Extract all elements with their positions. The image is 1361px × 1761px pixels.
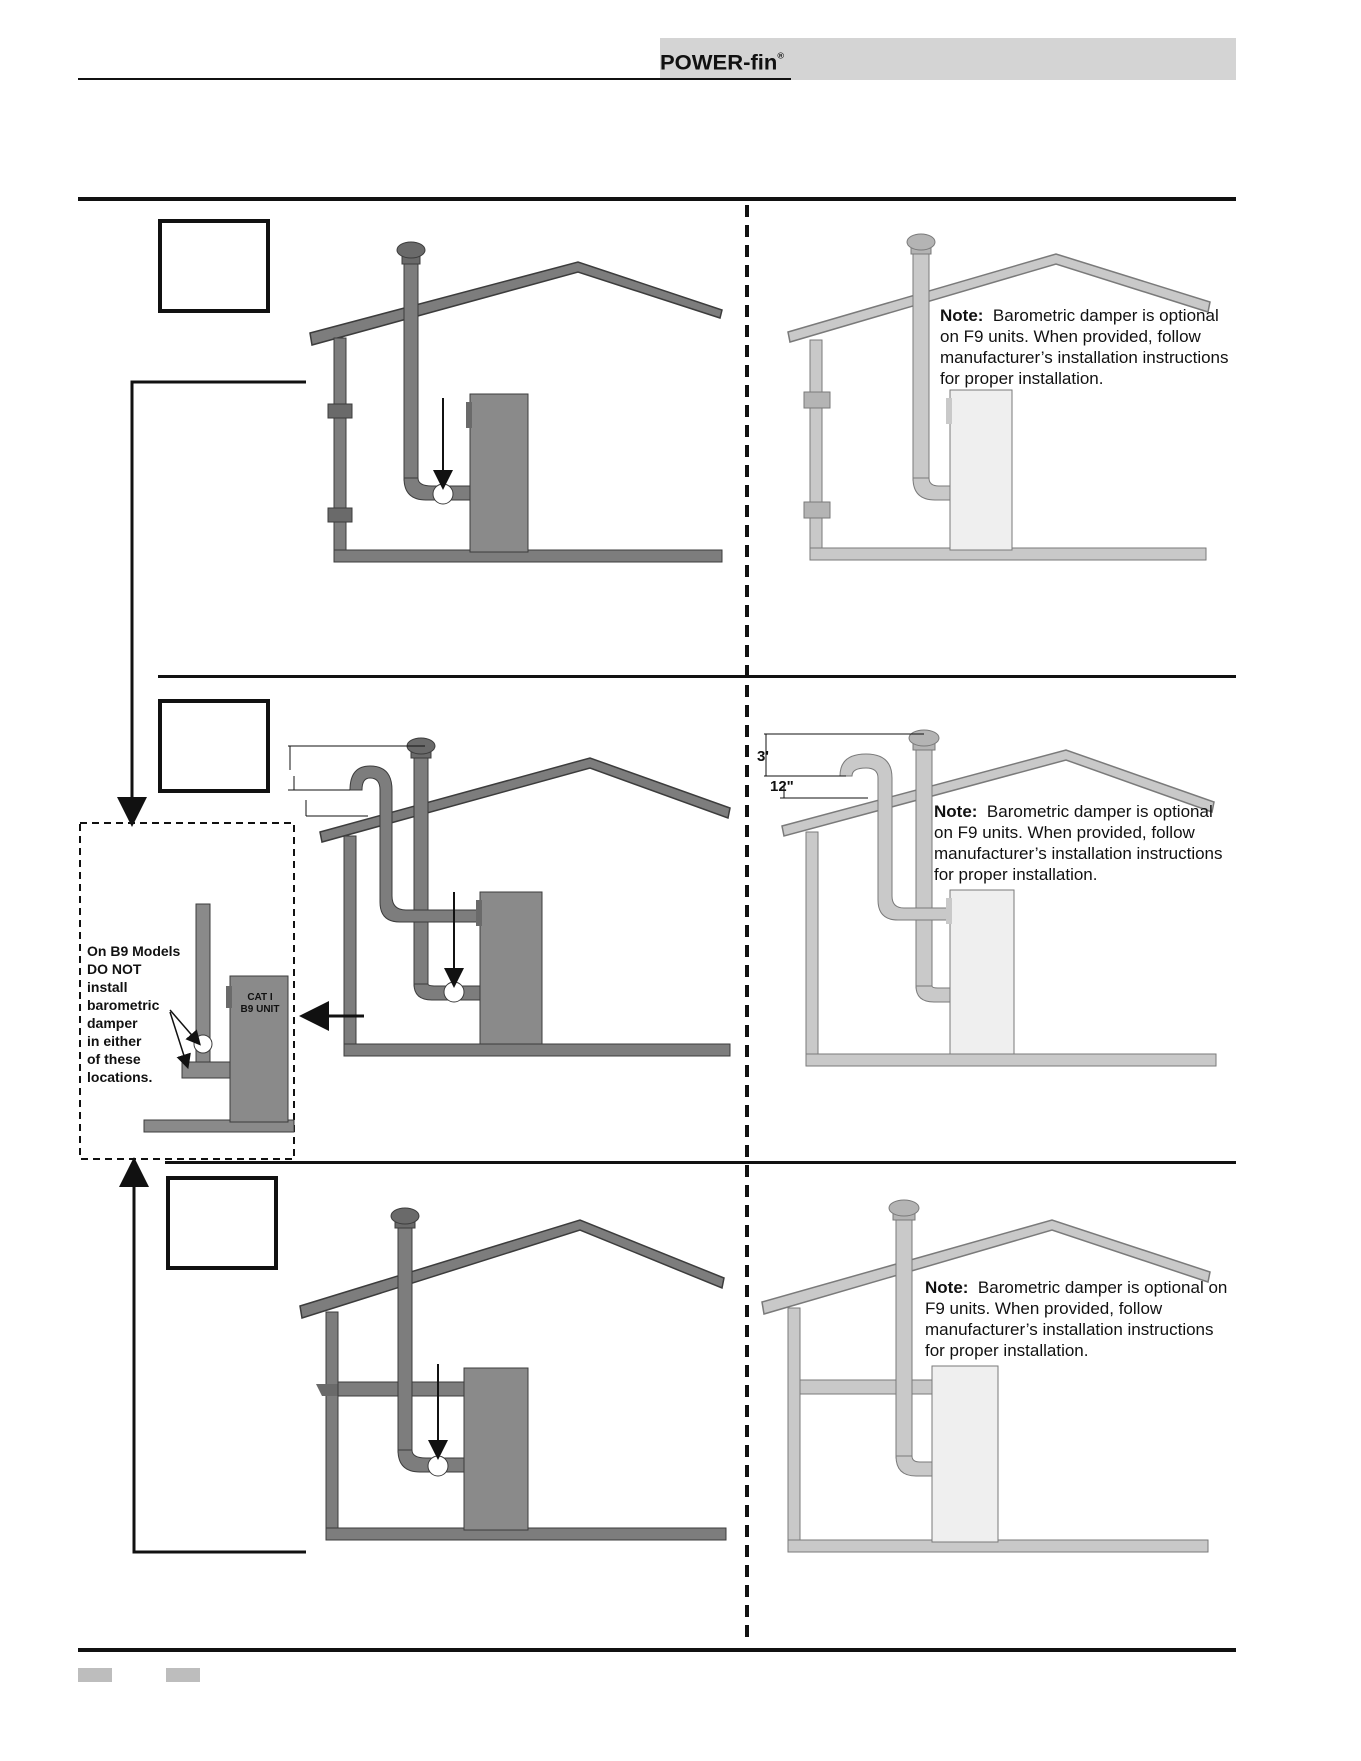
dim-label-3ft: 3' <box>757 748 769 765</box>
note-row1: Note: Barometric damper is optional on F… <box>940 305 1240 389</box>
roof-r2l <box>319 757 731 843</box>
elbow-r2r <box>915 985 953 1003</box>
house-row1-left <box>309 241 723 563</box>
note-row3: Note: Barometric damper is optional on F… <box>925 1277 1235 1361</box>
row-divider-2 <box>165 1161 1236 1164</box>
wall-sleeve-r3l <box>316 1384 338 1396</box>
wall-bracket-r1l-a <box>327 403 353 419</box>
wall-r3r <box>787 1307 801 1545</box>
b9-unit-label: CAT I B9 UNIT <box>232 992 288 1016</box>
house-row3-left <box>299 1207 727 1541</box>
boiler-r2l <box>479 891 543 1045</box>
floor-r2l <box>343 1043 731 1057</box>
house-row2-right <box>764 729 1217 1067</box>
vent-cap-top-r2r <box>908 729 940 747</box>
b9-warning-line: damper <box>87 1015 138 1031</box>
header-band <box>660 38 1236 80</box>
damper-r3l <box>427 1455 449 1477</box>
boiler-handle-r1l <box>466 402 472 428</box>
inset-boiler <box>229 975 289 1123</box>
b9-warning-line: barometric <box>87 997 160 1013</box>
boiler-r2r <box>949 889 1015 1055</box>
wall-r1r <box>809 339 823 559</box>
wall-r3l <box>325 1311 339 1535</box>
vent-cap-top-r3l <box>390 1207 420 1225</box>
note-text: Barometric damper is optional on F9 unit… <box>940 306 1229 388</box>
connector-row1-to-inset <box>117 380 306 827</box>
b9-unit-line2: B9 UNIT <box>240 1004 280 1015</box>
note-label: Note: <box>940 306 984 325</box>
boiler-handle-r2r <box>946 898 952 924</box>
roof-r3l <box>299 1219 725 1319</box>
b9-unit-line1: CAT I <box>247 992 273 1003</box>
bottom-rule <box>78 1648 1236 1652</box>
inset-floor <box>143 1119 295 1133</box>
roof-r3r <box>761 1219 1211 1315</box>
vent-pipe-r1r <box>912 251 930 481</box>
boiler-handle-r1r <box>946 398 952 424</box>
boiler-r1r <box>949 389 1013 551</box>
logo-mark: ® <box>777 50 784 61</box>
vent-pipe-r3r <box>895 1217 913 1459</box>
house-row3-right <box>761 1199 1211 1553</box>
power-fin-logo: POWER-fin® <box>660 51 784 76</box>
b9-warning-line: locations. <box>87 1069 153 1085</box>
inset-pointer-b <box>169 1011 191 1070</box>
vent-pipe-r3l <box>397 1225 413 1453</box>
b9-warning-line: install <box>87 979 128 995</box>
wall-r1l <box>333 337 347 559</box>
note-text: Barometric damper is optional on F9 unit… <box>934 802 1223 884</box>
row-divider-1 <box>158 675 1236 678</box>
note-label: Note: <box>934 802 978 821</box>
elbow-r3r <box>895 1455 937 1477</box>
boiler-r3l <box>463 1367 529 1531</box>
vent-pipe-r1l <box>403 261 419 481</box>
b9-warning-line: DO NOT <box>87 961 142 977</box>
b9-inset <box>79 822 295 1160</box>
boiler-handle-r2l <box>476 900 482 926</box>
vent-pipe-r2r <box>915 747 933 989</box>
b9-warning: On B9 Models DO NOT install barometric d… <box>87 942 197 1086</box>
wall-bracket-r1l-b <box>327 507 353 523</box>
vent-cap-top-r3r <box>888 1199 920 1217</box>
top-rule <box>78 197 1236 201</box>
inset-boiler-handle <box>226 986 232 1008</box>
boiler-r3r <box>931 1365 999 1543</box>
figure-label-box-a <box>158 219 270 313</box>
wall-bracket-r1r-a <box>803 391 831 409</box>
roof-r1l <box>309 261 723 346</box>
b9-warning-line: in either <box>87 1033 142 1049</box>
note-label: Note: <box>925 1278 969 1297</box>
roof-r2r <box>781 749 1215 837</box>
floor-r2r <box>805 1053 1217 1067</box>
dim-label-12in: 12" <box>770 778 794 795</box>
footer-block-left <box>78 1668 112 1682</box>
horizontal-pipe-r3r <box>799 1379 939 1395</box>
elbow-r1r <box>912 477 956 501</box>
figure-label-box-c <box>166 1176 278 1270</box>
wall-r2r <box>805 831 819 1055</box>
note-row2: Note: Barometric damper is optional on F… <box>934 801 1234 885</box>
vent-pipe-r2l <box>413 755 429 987</box>
damper-r1l <box>432 483 454 505</box>
b9-warning-line: of these <box>87 1051 141 1067</box>
roof-r1r <box>787 253 1211 343</box>
house-row2-left <box>288 737 731 1057</box>
damper-r2l <box>443 981 465 1003</box>
vent-cap-top-r1r <box>906 233 936 251</box>
vent-cap-top-r1l <box>396 241 426 259</box>
logo-text: POWER-fin <box>660 50 778 75</box>
boiler-r1l <box>469 393 529 553</box>
figure-label-box-b <box>158 699 270 793</box>
wall-bracket-r1r-b <box>803 501 831 519</box>
footer-block-right <box>166 1668 200 1682</box>
wall-r2l <box>343 835 357 1055</box>
b9-warning-line: On B9 Models <box>87 943 181 959</box>
header-rule <box>78 78 791 80</box>
note-text: Barometric damper is optional on F9 unit… <box>925 1278 1228 1360</box>
house-row1-right <box>787 233 1211 561</box>
inset-pointer-a <box>169 1009 201 1046</box>
connector-row3-to-inset <box>119 1157 306 1554</box>
